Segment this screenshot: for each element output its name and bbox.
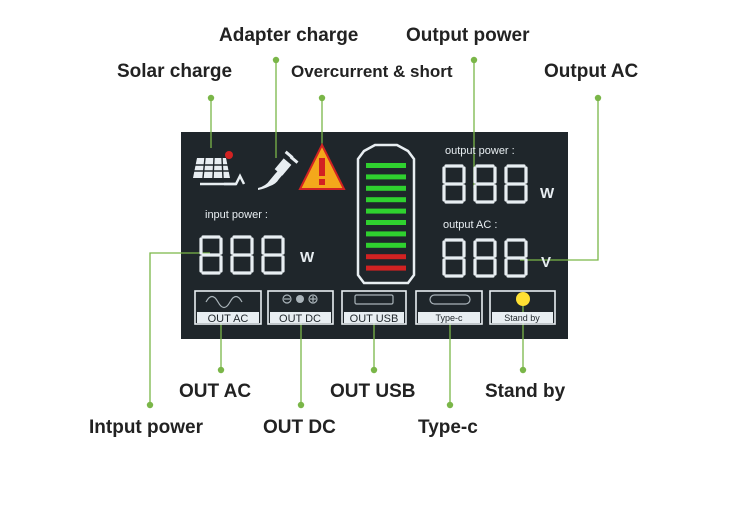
output-ac-readout (442, 238, 528, 278)
callout-out-usb: OUT USB (330, 381, 416, 402)
svg-text:OUT DC: OUT DC (279, 313, 321, 325)
led-icon (516, 292, 530, 306)
solar-panel-icon (193, 151, 246, 186)
battery-bar-green (366, 220, 406, 225)
usb-port-icon (354, 294, 394, 305)
input-power-readout (199, 235, 285, 275)
seven-segment-digit (473, 238, 497, 278)
leader-dot (318, 94, 326, 102)
leader-input-power (149, 252, 210, 405)
leader-dot (207, 94, 215, 102)
output-power-label: output power : (445, 145, 515, 157)
indicator-out-usb: OUT USB (341, 290, 407, 325)
warning-icon (298, 142, 346, 190)
indicator-out-dc: OUT DC (267, 290, 334, 325)
output-ac-unit: V (541, 254, 551, 271)
output-power-unit: W (540, 185, 555, 202)
leader-dots (146, 56, 602, 409)
battery-bar-red (366, 265, 406, 271)
leader-dot (146, 401, 154, 409)
battery-bar-green (366, 231, 406, 237)
callout-out-ac: OUT AC (179, 381, 252, 402)
battery (356, 143, 416, 285)
svg-text:Stand by: Stand by (504, 313, 540, 323)
plug-icon (258, 150, 299, 190)
output-ac-label: output AC : (443, 219, 497, 231)
callout-output-power: Output power (406, 25, 530, 46)
svg-text:Type-c: Type-c (435, 313, 463, 323)
indicator-out-ac: OUT AC (194, 290, 262, 325)
leader-dot (370, 366, 378, 374)
battery-bar-green (366, 197, 406, 203)
battery-bar-green (366, 242, 406, 248)
callout-out-dc: OUT DC (263, 417, 336, 438)
input-power-unit: W (300, 249, 315, 266)
output-power-readout (442, 164, 528, 204)
indicator-type-c: Type-c (415, 290, 483, 325)
callout-type-c: Type-c (418, 417, 478, 438)
battery-bar-green (366, 208, 406, 214)
battery-bar-green (366, 163, 406, 168)
sine-wave-icon (205, 295, 243, 309)
input-power-label: input power : (205, 209, 268, 221)
leader-dot (297, 401, 305, 409)
callout-input-power: Intput power (89, 417, 203, 438)
svg-text:OUT AC: OUT AC (208, 313, 249, 325)
leader-dot (470, 56, 478, 64)
dc-connector-icon (282, 294, 318, 304)
leader-dot (217, 366, 225, 374)
leader-dot (272, 56, 280, 64)
seven-segment-digit (442, 238, 466, 278)
seven-segment-digit (442, 164, 466, 204)
svg-text:OUT USB: OUT USB (350, 313, 399, 325)
seven-segment-digit (230, 235, 254, 275)
seven-segment-digit (504, 164, 528, 204)
callout-output-ac: Output AC (544, 61, 639, 82)
callout-adapter-charge: Adapter charge (219, 25, 359, 46)
leader-dot (594, 94, 602, 102)
battery-bar-green (366, 185, 406, 191)
type-c-port-icon (429, 294, 471, 305)
leader-dot (446, 401, 454, 409)
seven-segment-digit (261, 235, 285, 275)
battery-bar-green (366, 174, 406, 180)
leader-output-ac (520, 98, 599, 261)
seven-segment-digit (199, 235, 223, 275)
callout-overcurrent-short: Overcurrent & short (291, 62, 453, 81)
leader-lines (149, 60, 599, 405)
seven-segment-digit (473, 164, 497, 204)
battery-bar-red (366, 254, 406, 260)
callout-solar-charge: Solar charge (117, 61, 233, 82)
callout-stand-by: Stand by (485, 381, 566, 402)
indicator-stand-by: Stand by (489, 290, 556, 325)
leader-dot (519, 366, 527, 374)
battery-bars (366, 163, 406, 271)
seven-segment-digit (504, 238, 528, 278)
